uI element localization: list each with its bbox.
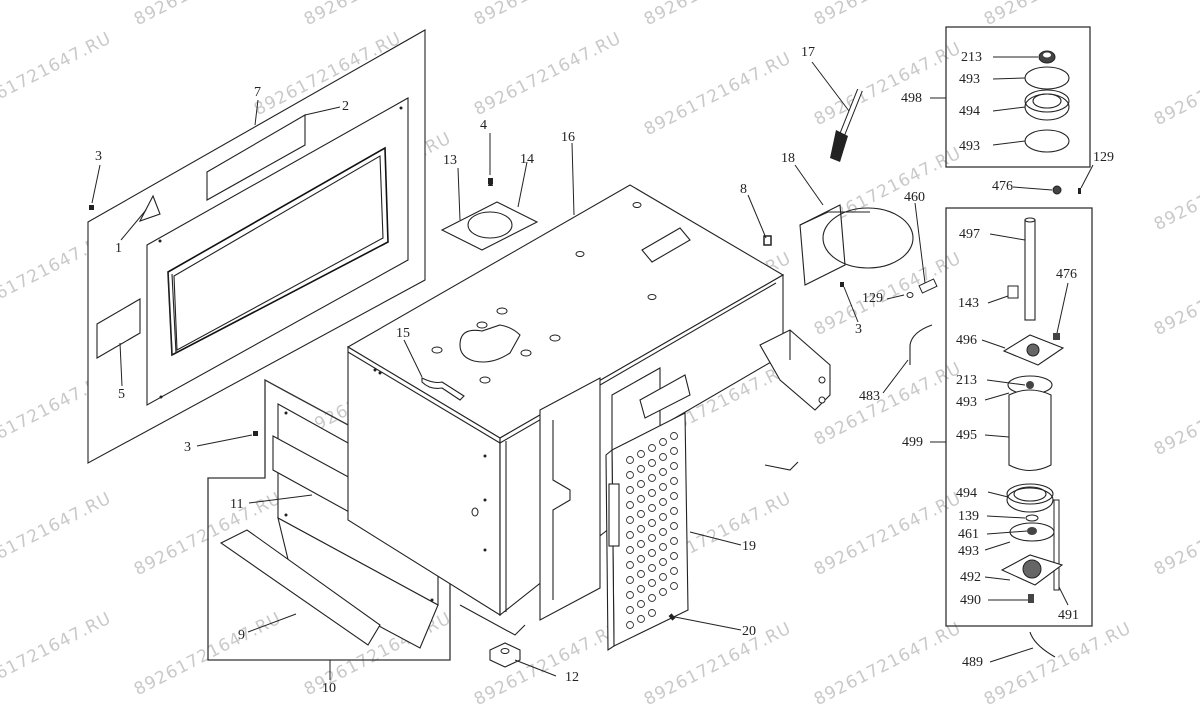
- oring-129: [1078, 188, 1081, 194]
- label-part-2: 2: [342, 99, 349, 114]
- label-part-213: 213: [956, 373, 977, 388]
- label-part-476: 476: [1056, 267, 1077, 282]
- label-part-129: 129: [1093, 150, 1114, 165]
- label-part-494: 494: [956, 486, 977, 501]
- label-group-498: 498: [901, 91, 922, 106]
- label-part-483: 483: [859, 389, 880, 404]
- label-part-461: 461: [958, 527, 979, 542]
- pin-460: [918, 278, 938, 294]
- label-part-17: 17: [801, 45, 815, 60]
- cabinet-body-16: [346, 184, 831, 636]
- foot-pad-12: [489, 642, 521, 668]
- label-part-139: 139: [958, 509, 979, 524]
- label-part-494: 494: [959, 104, 980, 119]
- label-part-3: 3: [184, 440, 191, 455]
- label-part-476: 476: [992, 179, 1013, 194]
- label-part-493: 493: [958, 544, 979, 559]
- label-part-492: 492: [960, 570, 981, 585]
- label-part-493: 493: [959, 72, 980, 87]
- label-part-15: 15: [396, 326, 410, 341]
- label-part-10: 10: [322, 681, 336, 696]
- cylinder-assembly-499-box: [930, 207, 1093, 627]
- oring-129: [906, 292, 914, 298]
- seal-kit-498-box: [930, 26, 1091, 168]
- label-part-493: 493: [959, 139, 980, 154]
- label-part-3: 3: [95, 149, 102, 164]
- label-part-490: 490: [960, 593, 981, 608]
- label-part-11: 11: [230, 497, 244, 512]
- label-part-496: 496: [956, 333, 977, 348]
- label-part-3: 3: [855, 322, 862, 337]
- hose-489: [1029, 631, 1056, 658]
- tube-483: [909, 324, 933, 365]
- label-part-12: 12: [565, 670, 579, 685]
- label-part-20: 20: [742, 624, 756, 639]
- clip-8: [763, 235, 772, 246]
- label-group-499: 499: [902, 435, 923, 450]
- label-part-18: 18: [781, 151, 795, 166]
- flange-plate-14: [440, 178, 539, 251]
- label-part-16: 16: [561, 130, 575, 145]
- label-part-4: 4: [480, 118, 487, 133]
- label-part-13: 13: [443, 153, 457, 168]
- label-part-491: 491: [1058, 608, 1079, 623]
- leader-lines: [91, 56, 1094, 680]
- label-part-5: 5: [118, 387, 125, 402]
- label-part-19: 19: [742, 539, 756, 554]
- label-part-143: 143: [958, 296, 979, 311]
- label-part-213: 213: [961, 50, 982, 65]
- label-part-495: 495: [956, 428, 977, 443]
- label-part-497: 497: [959, 227, 980, 242]
- holder-bracket-18: [799, 204, 914, 287]
- front-panel-7: [87, 29, 426, 464]
- label-part-7: 7: [254, 85, 261, 100]
- label-part-460: 460: [904, 190, 925, 205]
- label-part-9: 9: [238, 628, 245, 643]
- label-part-489: 489: [962, 655, 983, 670]
- label-part-1: 1: [115, 241, 122, 256]
- label-part-493: 493: [956, 395, 977, 410]
- perforated-door-19: [605, 412, 689, 652]
- label-part-14: 14: [520, 152, 534, 167]
- nut-476: [1052, 185, 1062, 195]
- label-part-8: 8: [740, 182, 747, 197]
- brush-17: [830, 88, 863, 162]
- label-part-129: 129: [862, 291, 883, 306]
